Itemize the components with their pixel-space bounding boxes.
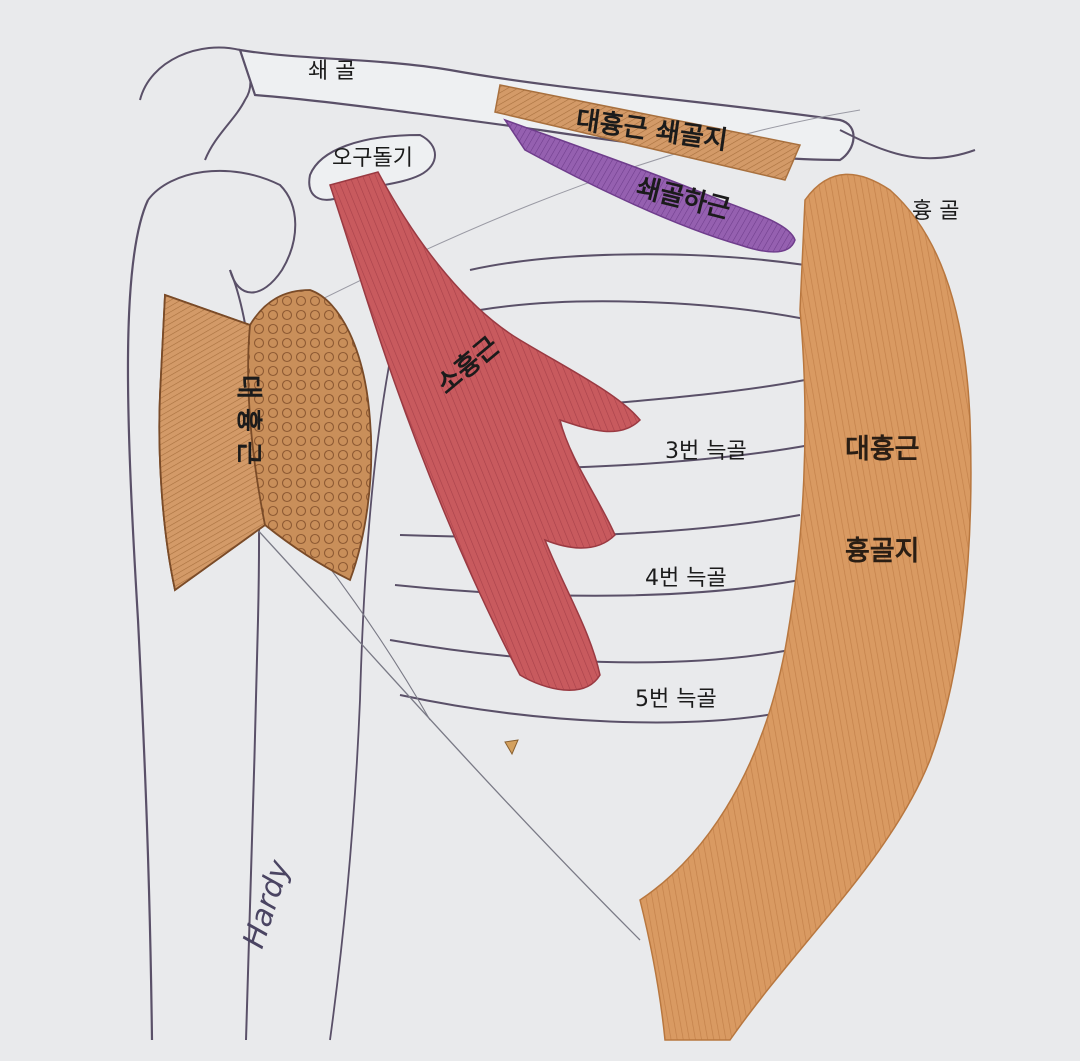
pectoralis-minor-muscle (329, 171, 642, 691)
label-clavicle: 쇄 골 (308, 59, 355, 84)
rib-4-lower (394, 579, 801, 597)
label-rib-4: 4번 늑골 (645, 566, 727, 591)
label-sternum: 흉 골 (912, 199, 959, 224)
pencil-guide-line-3 (259, 109, 861, 331)
label-coracoid-process: 오구돌기 (332, 146, 413, 171)
humeral-head (147, 169, 297, 294)
humerus-outline (126, 199, 154, 1041)
rib-5-line (389, 639, 791, 664)
pectoralis-major-left-front (158, 293, 266, 592)
label-pec-major-left: 대 흉 근 (233, 375, 263, 465)
rib-upper-1 (469, 253, 806, 271)
bone-fragment (504, 739, 519, 756)
label-rib-3: 3번 늑골 (665, 439, 747, 464)
pencil-guide-line (229, 499, 641, 941)
sternum-outline (839, 129, 976, 160)
label-pec-major-sternal-2: 흉골지 (845, 536, 920, 567)
label-rib-5: 5번 늑골 (635, 687, 717, 712)
pectoralis-major-sternal-head (639, 173, 972, 1041)
rib-5-lower (399, 694, 786, 724)
subclavius-muscle (503, 118, 796, 253)
label-pec-major-sternal-1: 대흉근 (845, 434, 920, 465)
pectoralis-major-clavicular-head (494, 84, 802, 181)
artist-signature: Hardy (236, 855, 298, 953)
rib-upper-2 (479, 300, 811, 321)
acromion-outline (139, 46, 252, 161)
